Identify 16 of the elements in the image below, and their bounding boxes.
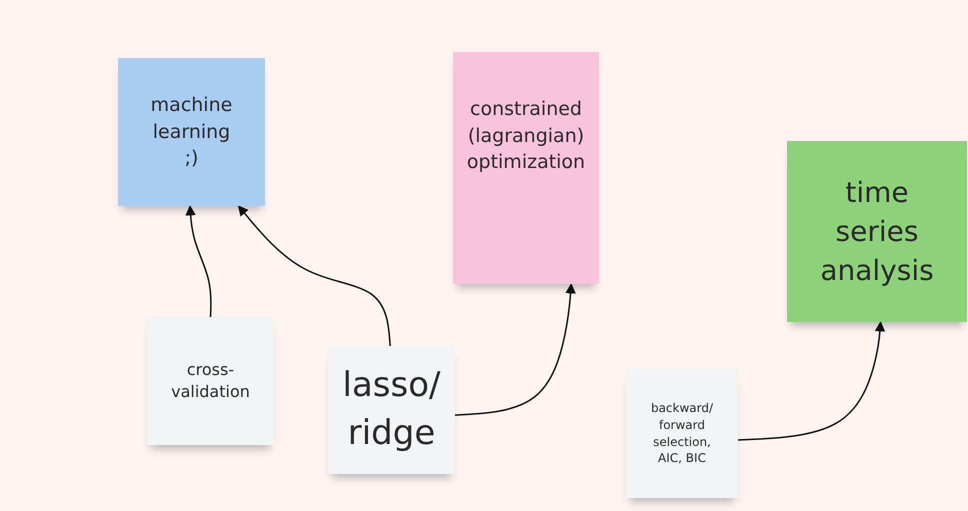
sticky-note xyxy=(787,141,967,322)
note-text: time series analysis xyxy=(819,174,935,290)
note-text: lasso/ ridge xyxy=(342,364,442,455)
sticky-note xyxy=(626,369,738,498)
note-text: constrained (lagrangian) optimization xyxy=(466,97,586,176)
note-text: backward/ forward selection, AIC, BIC xyxy=(650,400,714,468)
sticky-note xyxy=(328,346,455,474)
note-text: cross-validation xyxy=(170,358,251,403)
note-text: machine learning ;) xyxy=(150,93,234,172)
sticky-note xyxy=(118,58,265,206)
arrow xyxy=(185,204,212,318)
arrow xyxy=(738,320,886,441)
arrow xyxy=(238,205,391,346)
sticky-note xyxy=(453,52,599,284)
sticky-note xyxy=(147,317,274,445)
arrow xyxy=(454,282,576,416)
